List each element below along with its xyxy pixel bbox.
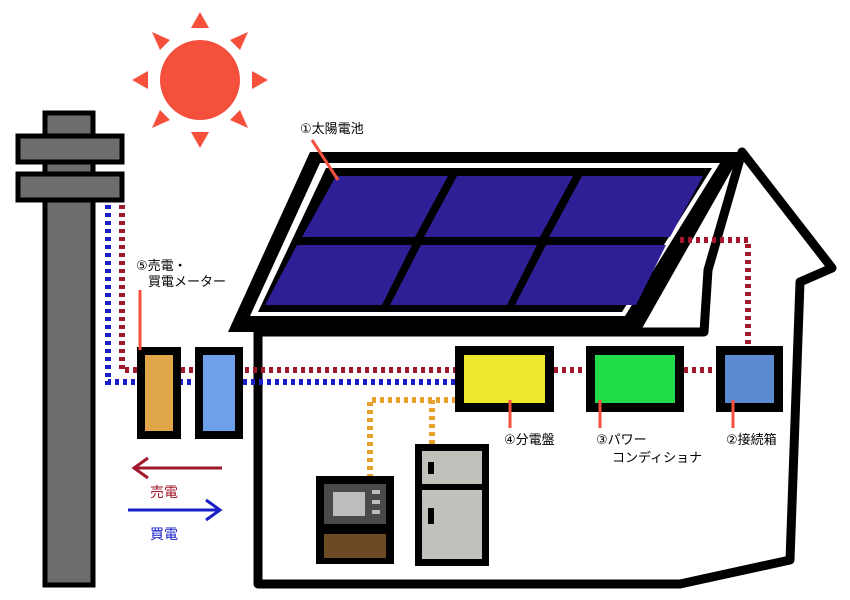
label-junction-box: ②接続箱 (726, 432, 777, 448)
label-distribution-board: ④分電盤 (504, 433, 555, 448)
microwave-icon (316, 476, 394, 564)
label-meter-line2: 買電メーター (148, 275, 226, 290)
refrigerator-icon (415, 444, 489, 566)
meter-sell (137, 347, 181, 439)
leader-lines (138, 139, 735, 428)
sell-arrow (131, 456, 222, 480)
distribution-board (455, 346, 554, 412)
label-meter-line1: ⑤売電・ (136, 258, 187, 274)
meter-buy (195, 347, 243, 439)
wires (105, 205, 751, 476)
label-solar-panel: ①太陽電池 (300, 122, 364, 137)
label-power-conditioner-line2: コンディショナ (612, 450, 702, 466)
junction-box (716, 346, 783, 412)
utility-pole (15, 110, 125, 588)
label-sell: 売電 (150, 485, 178, 501)
solar-panel (228, 152, 742, 332)
label-buy: 買電 (150, 527, 178, 543)
label-power-conditioner-line1: ③パワー (596, 433, 647, 448)
buy-arrow (128, 498, 223, 522)
sun-icon (132, 12, 268, 148)
power-conditioner (586, 346, 684, 412)
